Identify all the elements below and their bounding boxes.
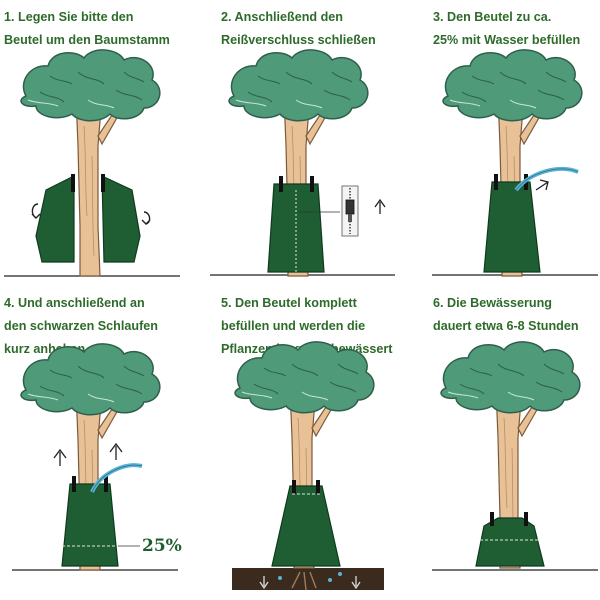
panel-3-illustration <box>432 49 598 277</box>
fill-arrow-icon <box>535 179 549 191</box>
panel-5-illustration <box>232 341 384 591</box>
rotate-arrow-icon <box>31 203 41 219</box>
strap-right <box>101 174 105 192</box>
step-6-line-1: 6. Die Bewässerung <box>433 296 552 310</box>
step-2-line-2: Reißverschluss schließen <box>221 33 376 47</box>
fill-level-label: 25% <box>142 536 182 556</box>
hose-outline <box>91 464 143 493</box>
hose-outline <box>515 168 579 191</box>
bag-lifted <box>61 483 119 567</box>
step-1-caption: 1. Legen Sie bitte den Beutel um den Bau… <box>4 6 170 52</box>
step-2-line-1: 2. Anschließend den <box>221 10 343 24</box>
strap-left <box>72 476 76 492</box>
panel-2-illustration <box>210 49 395 277</box>
bag-left-half <box>35 175 75 263</box>
soil-strip <box>232 568 384 590</box>
strap-left <box>71 174 75 192</box>
bag-full <box>271 485 341 567</box>
panel-1-illustration <box>4 49 180 277</box>
zipper-detail-icon <box>341 185 359 237</box>
strap-right <box>310 176 314 192</box>
up-arrow-icon <box>374 198 386 214</box>
down-arrow-icon <box>259 576 269 590</box>
rotate-arrow-icon <box>141 211 151 225</box>
strap-left <box>279 176 283 192</box>
water-drop <box>278 576 282 580</box>
roots <box>291 571 317 591</box>
panel-4-illustration <box>12 343 178 571</box>
bag-empty <box>475 517 545 567</box>
step-3-line-2: 25% mit Wasser befüllen <box>433 33 581 47</box>
strap-right <box>104 476 108 492</box>
step-6-line-2: dauert etwa 6-8 Stunden <box>433 319 579 333</box>
step-2-caption: 2. Anschließend den Reißverschluss schli… <box>221 6 376 52</box>
lift-arrow-icon <box>109 442 123 460</box>
strap-left <box>494 174 498 190</box>
strap-left <box>292 480 296 494</box>
step-5-line-2: befüllen und werden die <box>221 319 366 333</box>
lift-arrow-icon <box>53 448 67 466</box>
strap-right <box>316 480 320 494</box>
step-3-line-1: 3. Den Beutel zu ca. <box>433 10 552 24</box>
step-4-line-2: den schwarzen Schlaufen <box>4 319 158 333</box>
down-arrow-icon <box>351 576 361 590</box>
bag-right-half <box>101 175 141 263</box>
step-4-line-1: 4. Und anschließend an <box>4 296 145 310</box>
panel-6-illustration <box>432 341 598 571</box>
step-6-caption: 6. Die Bewässerung dauert etwa 6-8 Stund… <box>433 292 579 338</box>
step-1-line-1: 1. Legen Sie bitte den <box>4 10 134 24</box>
step-1-line-2: Beutel um den Baumstamm <box>4 33 170 47</box>
strap-right <box>524 512 528 526</box>
water-drop <box>338 572 342 576</box>
step-3-caption: 3. Den Beutel zu ca. 25% mit Wasser befü… <box>433 6 580 52</box>
step-5-line-1: 5. Den Beutel komplett <box>221 296 357 310</box>
water-drop <box>328 578 332 582</box>
bag-closed <box>483 181 541 273</box>
strap-left <box>490 512 494 526</box>
